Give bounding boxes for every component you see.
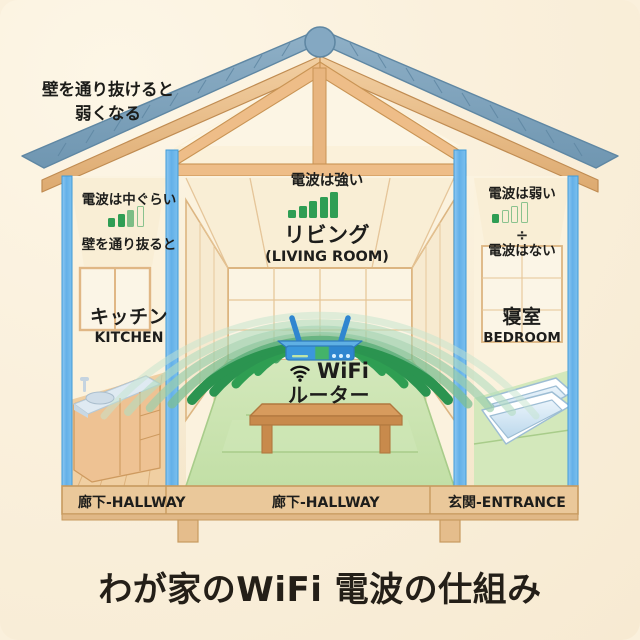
hallway-label-left: 廊下-HALLWAY [78, 495, 186, 511]
wall-attenuation-note: 壁を通り抜けると弱くなる [42, 80, 174, 123]
kitchen-room-name-jp: キッチン [89, 306, 168, 328]
page-title: わが家のWiFi 電波の仕組み [98, 570, 542, 610]
living-room-name-jp: リビング [284, 223, 370, 247]
hallway-label-middle: 廊下-HALLWAY [272, 495, 380, 511]
bedroom-room-name-jp: 寝室 [502, 306, 542, 328]
router-label-group: WiFi ルーター [258, 358, 400, 408]
entrance-label: 玄関-ENTRANCE [448, 495, 566, 511]
bedroom-room-name-en: BEDROOM [483, 330, 561, 346]
living-signal-label: 電波は強い [290, 173, 364, 189]
kitchen-signal-label: 電波は中ぐらい [81, 192, 177, 208]
bedroom-no-signal-note: 電波はない [488, 243, 556, 259]
bedroom-signal-label: 電波は弱い [488, 186, 556, 202]
wifi-icon [289, 362, 311, 383]
low-table [249, 403, 403, 454]
router-label-wifi: WiFi [317, 359, 369, 383]
router-label-jp: ルーター [288, 383, 370, 408]
floor-band [61, 485, 579, 543]
kitchen-signal-bars [108, 206, 144, 227]
kitchen-room-name-en: KITCHEN [94, 330, 164, 346]
kitchen-through-wall-note: 壁を通り抜ると [81, 237, 177, 253]
living-room-name-en: (LIVING ROOM) [265, 249, 389, 265]
wifi-waves [100, 311, 540, 420]
roof [21, 26, 619, 193]
bedroom-signal-divider: ÷ [515, 226, 529, 244]
living-signal-bars [288, 192, 338, 218]
bedroom-signal-bars [492, 202, 528, 223]
wifi-router-device [277, 315, 363, 361]
